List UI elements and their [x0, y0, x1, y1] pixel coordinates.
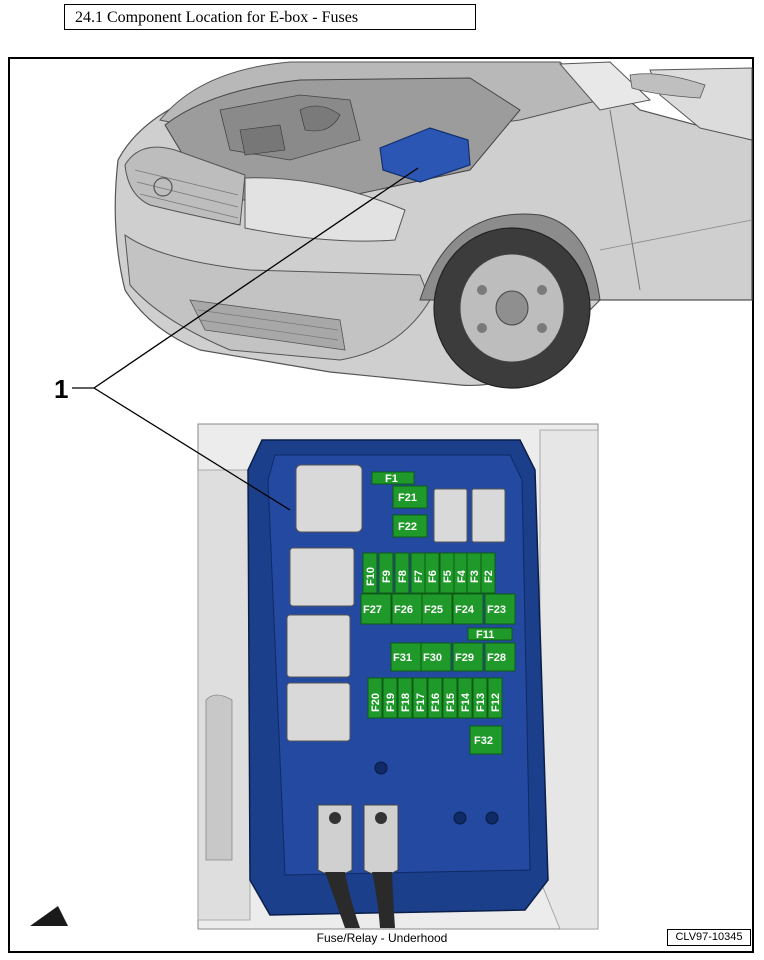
fuse-label-F18: F18 — [400, 693, 412, 712]
fuse-label-F10: F10 — [365, 567, 377, 586]
callout-number: 1 — [54, 374, 69, 404]
fuse-label-F29: F29 — [455, 652, 474, 664]
fuse-label-F14: F14 — [460, 692, 472, 712]
fuse-label-F27: F27 — [363, 604, 382, 616]
fuse-label-F5: F5 — [442, 570, 454, 583]
fuse-label-F19: F19 — [385, 693, 397, 712]
fuse-label-F8: F8 — [397, 570, 409, 583]
fuse-label-F16: F16 — [430, 693, 442, 712]
fuse-label-F15: F15 — [445, 693, 457, 712]
fuse-label-F12: F12 — [490, 693, 502, 712]
car-illustration — [114, 61, 753, 389]
fuse-label-F6: F6 — [427, 570, 439, 583]
fuse-label-F24: F24 — [455, 604, 475, 616]
fuse-label-F26: F26 — [394, 604, 413, 616]
fuse-label-F3: F3 — [469, 570, 481, 583]
callout-lines — [72, 167, 419, 511]
fuse-label-F1: F1 — [385, 473, 398, 485]
fuse-labels: F1 F21 F22 F10 F9 F8 F7 F6 F5 F4 F3 F2 F… — [363, 473, 506, 747]
section-heading: 24.1 Component Location for E-box - Fuse… — [75, 9, 359, 26]
fuse-label-F30: F30 — [423, 652, 442, 664]
fusebox-illustration — [197, 423, 599, 930]
fuse-label-F20: F20 — [370, 693, 382, 712]
fuse-label-F25: F25 — [424, 604, 443, 616]
orientation-arrow-icon — [30, 906, 68, 926]
fuse-group — [360, 471, 516, 755]
fuse-label-F17: F17 — [415, 693, 427, 712]
fuse-label-F28: F28 — [487, 652, 506, 664]
figure-frame — [8, 57, 754, 953]
fuse-label-F7: F7 — [413, 570, 425, 583]
fuse-label-F13: F13 — [475, 693, 487, 712]
fuse-label-F31: F31 — [393, 652, 412, 664]
fuse-label-F32: F32 — [474, 735, 493, 747]
fuse-label-F2: F2 — [483, 570, 495, 583]
fuse-label-F23: F23 — [487, 604, 506, 616]
figure-caption: Fuse/Relay - Underhood — [316, 931, 448, 945]
fuse-label-F21: F21 — [398, 492, 417, 504]
fuse-label-F22: F22 — [398, 521, 417, 533]
fuse-label-F9: F9 — [381, 570, 393, 583]
section-heading-box: 24.1 Component Location for E-box - Fuse… — [64, 4, 476, 30]
fuse-label-F11: F11 — [476, 629, 494, 641]
figure-code: CLV97-10345 — [667, 929, 751, 946]
fuse-label-F4: F4 — [456, 569, 468, 583]
